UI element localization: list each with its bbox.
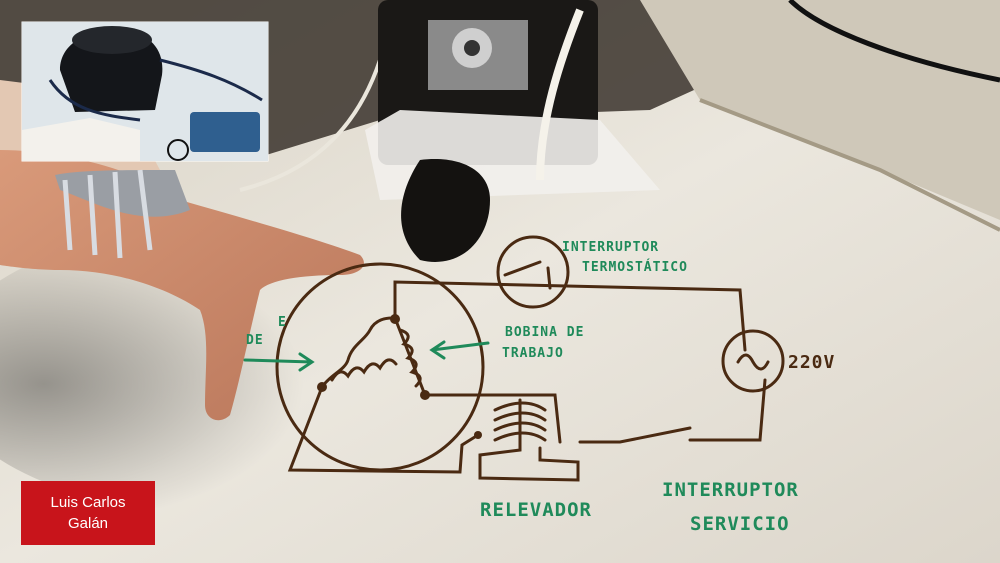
annotation-arrows: [243, 340, 490, 372]
ac-source: [721, 329, 785, 393]
label-service-switch-2: SERVICIO: [690, 513, 790, 535]
author-second-line: Galán: [67, 515, 109, 532]
arrow-start-coil: [243, 352, 315, 372]
label-partial-1: E: [278, 315, 287, 330]
circuit-diagram: [275, 235, 785, 482]
wire-bottom: [287, 385, 480, 474]
label-partial-2: DE: [246, 333, 264, 348]
compressor-device: [365, 0, 660, 262]
inset-multimeter: [190, 112, 260, 152]
label-work-coil-2: TRABAJO: [502, 346, 564, 361]
label-service-switch-1: INTERRUPTOR: [662, 479, 799, 501]
service-switch: [578, 426, 692, 444]
label-voltage: 220V: [788, 352, 835, 373]
relay-coil: [493, 401, 547, 442]
wire-relay: [423, 393, 562, 444]
arrow-work-coil: [429, 340, 490, 360]
label-relay: RELEVADOR: [480, 499, 592, 521]
inset-video: [21, 21, 269, 162]
label-work-coil-1: BOBINA DE: [505, 325, 584, 340]
label-thermostat-1: INTERRUPTOR: [562, 240, 659, 255]
label-thermostat-2: TERMOSTÁTICO: [582, 259, 688, 275]
wire-top: [393, 280, 747, 352]
author-first-line: Luis Carlos: [50, 494, 126, 511]
author-credit-badge: Luis Carlos Galán: [21, 481, 155, 545]
wire-right: [688, 378, 767, 442]
board-edge: [640, 0, 1000, 220]
thermostat-switch-circle: [496, 235, 570, 309]
power-cable: [788, 0, 1000, 83]
